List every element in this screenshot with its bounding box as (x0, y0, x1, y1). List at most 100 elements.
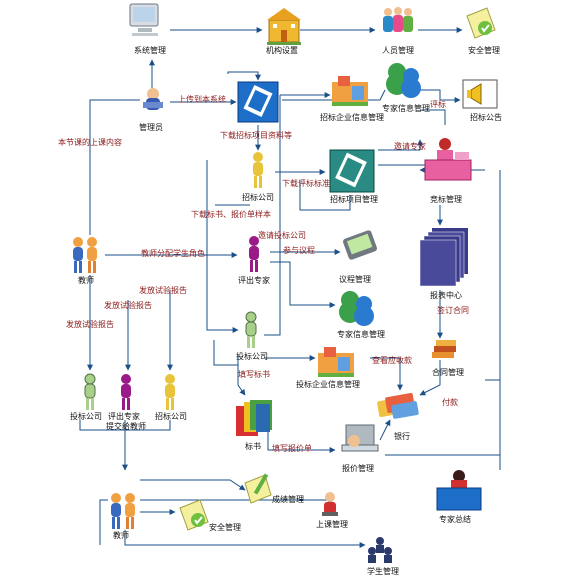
grade-pen-icon (244, 473, 272, 504)
node-grade-mgmt: 成绩管理 (272, 495, 304, 504)
node-bid-project-mgmt: 招标项目管理 (330, 195, 378, 204)
node-evaluation-expert: 评出专家 (238, 276, 270, 285)
node-bidder-company-info: 投标企业信息管理 (296, 380, 360, 389)
bid-company-person-icon (253, 152, 263, 188)
node-student-bidcompany: 招标公司 (155, 412, 187, 421)
edge-label-download-tender-quote: 下载标书、报价单样本 (191, 210, 271, 219)
edge-label-evaluation: 评标 (430, 100, 446, 109)
quote-laptop-icon (341, 424, 379, 452)
bidder-building-icon (318, 347, 354, 377)
tender-folders-icon (236, 400, 272, 436)
edge-vertical-main (264, 95, 281, 336)
expert-users-mid-icon (339, 291, 374, 326)
node-contract-mgmt: 合同管理 (432, 368, 464, 377)
node-bank: 银行 (394, 432, 410, 441)
edge-project-loop (299, 180, 351, 211)
company-building-icon (332, 76, 368, 106)
edge-label-participate-agenda: 参与议程 (283, 246, 315, 255)
edge-admin-teacher (89, 99, 140, 235)
node-teacher-top: 教师 (78, 276, 94, 285)
edge-label-write-quote: 填写报价单 (272, 444, 312, 453)
student-bidcompany-person-icon (165, 374, 175, 410)
edge-label-invite-bidcompany: 邀请投标公司 (258, 231, 306, 240)
edge-label-payment: 付款 (442, 398, 458, 407)
node-staff-mgmt: 人员管理 (382, 46, 414, 55)
node-student-bidder: 投标公司 (70, 412, 102, 421)
administrator-icon (143, 88, 163, 110)
edge-label-issue-report-3: 发放试验报告 (66, 320, 114, 329)
edge-teacher-grade (140, 479, 246, 491)
teacher-bottom-icon (111, 493, 135, 529)
edge-label-issue-report-2: 发放试验报告 (104, 301, 152, 310)
people-group-icon (383, 7, 413, 32)
security-doc-icon (466, 7, 496, 39)
edge-label-write-tender: 填写标书 (238, 370, 270, 379)
node-expert-info-top: 专家信息管理 (382, 104, 430, 113)
node-org-setup: 机构设置 (266, 46, 298, 55)
bid-center-icon (237, 81, 279, 123)
expert-users-icon (386, 63, 421, 98)
edge-label-assign-roles: 教师分配学生角色 (141, 249, 205, 258)
edge-expert-down (270, 261, 336, 308)
student-bidder-person-icon (84, 373, 96, 410)
edge-label-download-criteria: 下载评标标准 (282, 179, 330, 188)
edge-evaluation (420, 109, 446, 125)
node-bidding-mgmt: 竞标管理 (430, 195, 462, 204)
edge-label-check-receivable: 查看应收款 (372, 356, 412, 365)
bid-project-icon (329, 149, 375, 193)
report-stack-icon (419, 228, 468, 287)
node-report-center: 报表中心 (430, 291, 462, 300)
edge-info-check (370, 357, 403, 391)
edge-label-lesson-content: 本节课的上课内容 (58, 138, 122, 147)
node-student-mgmt: 学生管理 (367, 567, 399, 576)
node-admin: 管理员 (139, 123, 163, 132)
edge-bidder-loop (213, 340, 238, 366)
edge-quote-right (385, 454, 501, 470)
node-security-mgmt-top: 安全管理 (468, 46, 500, 55)
node-system-mgmt: 系统管理 (134, 46, 166, 55)
node-bid-company-info-top: 招标企业信息管理 (320, 113, 384, 122)
course-person-icon (322, 492, 338, 516)
edge-tender-quote (267, 430, 336, 453)
bank-cards-icon (377, 393, 419, 419)
edge-submit (79, 420, 171, 431)
edge-label-issue-report-1: 发放试验报告 (139, 286, 187, 295)
edge-contract-bank (419, 360, 441, 396)
expert-summary-icon (436, 470, 482, 511)
edge-label-download-bid-docs: 下载招标项目资料等 (220, 131, 292, 140)
node-course-mgmt: 上课管理 (316, 520, 348, 529)
student-group-icon (368, 537, 392, 563)
edge-up-center (227, 71, 261, 81)
bidder-company-person-icon (245, 311, 257, 348)
student-expert-person-icon (121, 374, 131, 410)
edge-label-invite-expert: 邀请专家 (394, 142, 426, 151)
node-tender-docs: 标书 (245, 442, 261, 451)
building-icon (267, 8, 301, 45)
edge-label-sign-contract: 签订合同 (437, 306, 469, 315)
books-icon (432, 340, 456, 358)
edge-teacher-left (99, 499, 108, 545)
edge-label-upload: 上传到本系统 (178, 95, 226, 104)
edge-invite-expert (378, 139, 423, 151)
node-bid-notice: 招标公告 (470, 113, 502, 122)
teacher-icon (73, 237, 97, 273)
node-student-expert: 评出专家 (108, 412, 140, 421)
security-doc-bottom-icon (179, 499, 209, 531)
evaluation-expert-person-icon (249, 236, 259, 272)
bidding-podium-icon (424, 138, 472, 181)
edge-quote-bank (379, 419, 391, 441)
computer-icon (129, 3, 159, 36)
edge-label-submit-teacher: 提交给教师 (106, 422, 146, 431)
node-expert-summary: 专家总结 (439, 515, 471, 524)
node-expert-info-mid: 专家信息管理 (337, 330, 385, 339)
node-teacher-bottom: 教师 (113, 531, 129, 540)
node-agenda-mgmt: 议程管理 (339, 275, 371, 284)
edge-teacher-students (124, 530, 366, 548)
pda-icon (342, 230, 378, 260)
node-bid-company: 招标公司 (242, 193, 274, 202)
edge-expert-center (282, 89, 386, 101)
edge-center-notice (420, 89, 461, 103)
node-bidder-company: 投标公司 (236, 352, 268, 361)
node-quote-mgmt: 报价管理 (342, 464, 374, 473)
